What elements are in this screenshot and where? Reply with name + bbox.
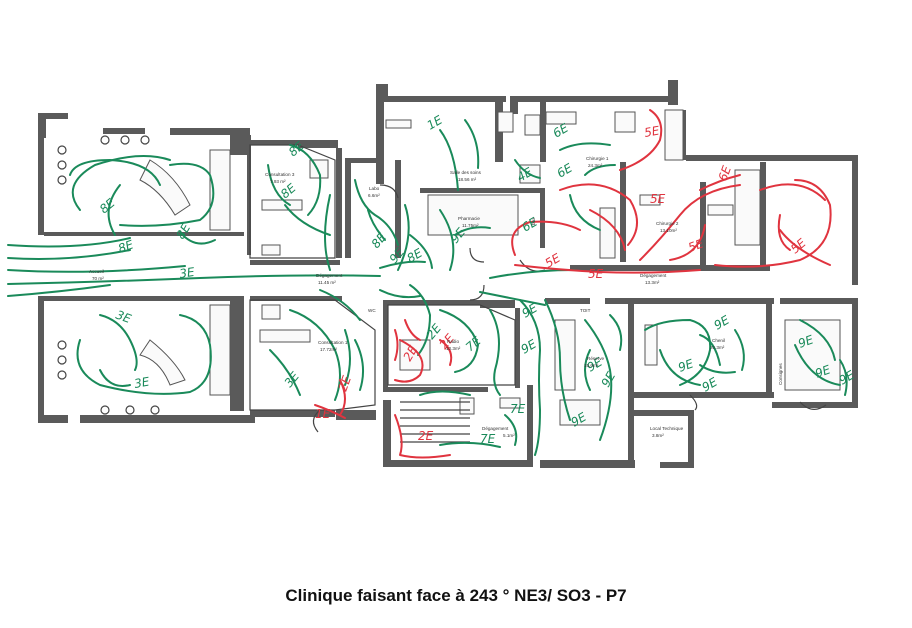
room-label: Chirurgie 2 — [656, 221, 679, 226]
room-label: Consultation 3 — [265, 172, 295, 177]
flow-label: 9E — [520, 301, 541, 321]
flow-label: 8E — [173, 221, 193, 242]
flow-label: 4E — [515, 165, 536, 185]
flow-label: 8E — [116, 237, 135, 256]
room-label: Consultation 1 — [318, 340, 348, 345]
flow-label: 9E — [569, 410, 590, 430]
room-label: Dégagement — [482, 426, 509, 431]
room-area: 11.75m² — [462, 223, 479, 228]
flow-label: 5E — [543, 251, 564, 271]
flow-label: 9E — [796, 332, 815, 351]
room-area: 13.3m² — [645, 280, 660, 285]
flow-label: 7E — [510, 402, 526, 416]
flow-label: 6E — [716, 164, 735, 183]
room-label: box — [531, 217, 536, 225]
flow-label: 6E — [520, 215, 541, 235]
room-label: WC — [368, 308, 376, 313]
room-area: 7.93 m² — [270, 179, 286, 184]
room-area: 10.3m² — [446, 346, 461, 351]
room-label: Salle des soins — [450, 170, 482, 175]
room-label: Pharmacie — [458, 216, 480, 221]
flow-label: 5E — [686, 236, 705, 255]
flow-label: 8E — [369, 230, 390, 251]
flow-label: 8E — [405, 246, 426, 266]
plan-caption: Clinique faisant face à 243 ° NE3/ SO3 -… — [285, 586, 627, 605]
flow-label: 5E — [643, 123, 661, 140]
room-area: 18.56 m² — [458, 177, 477, 182]
flow-label: 9E — [813, 362, 832, 381]
flow-label: 6E — [551, 121, 572, 141]
flow-label: 2E — [418, 429, 434, 443]
negative-flow-lines — [314, 109, 832, 459]
room-label: Dégagement — [640, 273, 667, 278]
flow-label: 7E — [480, 432, 496, 446]
flow-label: 2E — [400, 343, 420, 364]
room-area: 5.1m² — [503, 433, 515, 438]
furniture — [57, 109, 841, 443]
flow-label: 9E — [712, 313, 733, 333]
flow-label: 9E — [700, 375, 721, 395]
flow-label: 5E — [588, 267, 604, 281]
flow-label: 9E — [519, 337, 540, 357]
room-label: Chirurgie 1 — [586, 156, 609, 161]
flow-label: 5E — [650, 192, 666, 206]
room-label: Réserve — [587, 356, 605, 361]
room-label: TOIT — [580, 308, 591, 313]
room-label: Chenil — [712, 338, 725, 343]
room-label: Consignes — [778, 363, 783, 385]
room-area: 70 m² — [92, 276, 104, 281]
flow-label: 9E — [598, 369, 618, 390]
room-label: Accueil — [89, 269, 104, 274]
flow-label: 9E — [585, 355, 606, 375]
flow-label: 7E — [463, 334, 484, 355]
room-labels: Accueil 70 m² Consultation 3 7.93 m² Lab… — [89, 156, 783, 438]
room-area: 11.45 m² — [318, 280, 336, 285]
room-label: Labo — [369, 186, 380, 191]
flow-label: 3E — [114, 308, 133, 327]
flow-label: 2E — [336, 374, 355, 393]
room-area: 24.3m² — [588, 163, 603, 168]
flow-label: 1E — [425, 113, 446, 133]
positive-flow-lines — [7, 119, 848, 456]
room-label: Radio — [447, 339, 459, 344]
flow-label: 3E — [133, 374, 151, 391]
room-area: 20.3m² — [710, 345, 725, 350]
room-area: 6.6m² — [368, 193, 380, 198]
flow-label: 3E — [178, 265, 195, 281]
flow-label: 1E — [315, 407, 331, 421]
room-area: 17.72m² — [320, 347, 337, 352]
flow-label: 9E — [676, 356, 695, 375]
flow-label: 9E — [837, 368, 858, 388]
flow-label: 3E — [282, 369, 303, 390]
flow-labels: 8E 8E 8E 8E 3E 3E 3E 3E 8E 8E 9E 9E 8E 6… — [97, 113, 858, 446]
room-area: 3.8m² — [652, 433, 664, 438]
room-area: 13.10m² — [660, 228, 677, 233]
room-label: Local Technique — [650, 426, 684, 431]
room-label: Dégagement — [316, 273, 343, 278]
room-area: 15.6m² — [584, 363, 599, 368]
flow-label: 6E — [555, 161, 576, 181]
